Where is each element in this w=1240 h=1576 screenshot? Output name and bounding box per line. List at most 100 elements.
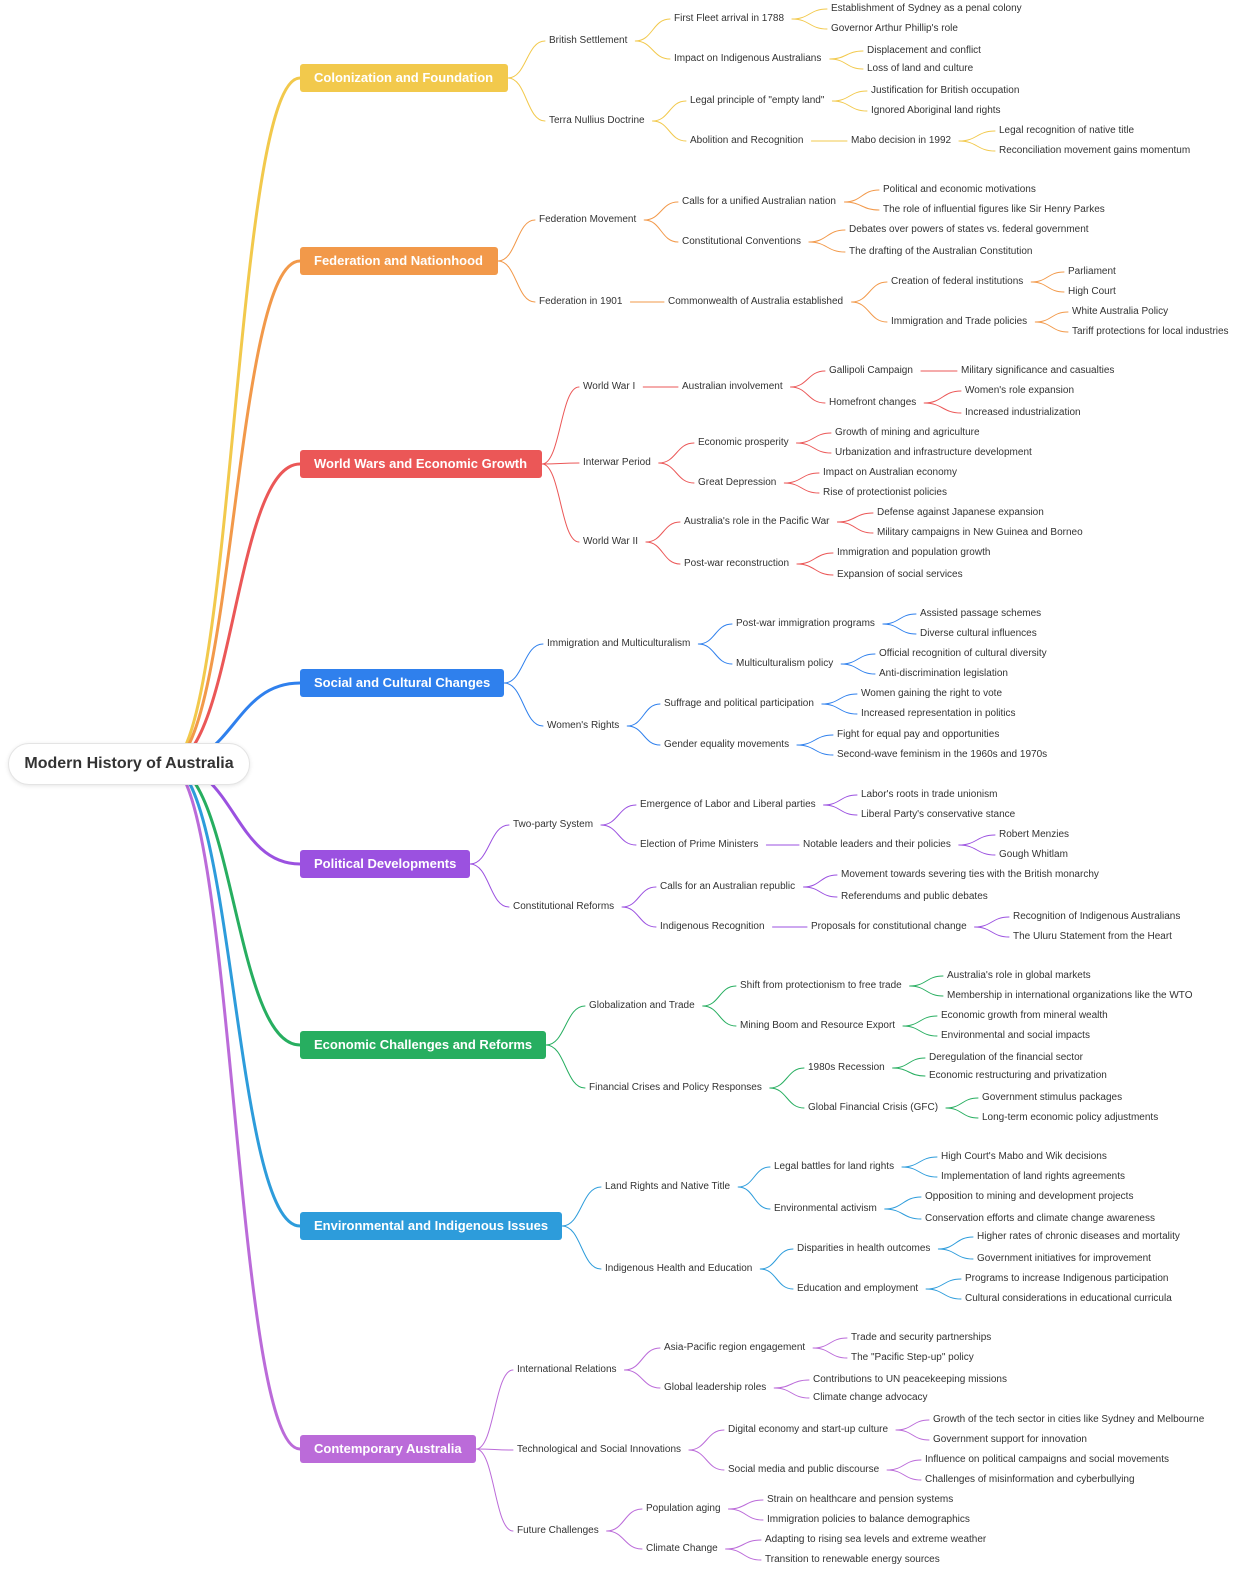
detail-topic[interactable]: Creation of federal institutions <box>891 276 1024 287</box>
subtopic[interactable]: Abolition and Recognition <box>690 135 804 146</box>
subtopic[interactable]: Impact on Indigenous Australians <box>674 53 822 64</box>
detail-topic[interactable]: Environmental and social impacts <box>941 1030 1090 1041</box>
detail-topic[interactable]: Parliament <box>1068 266 1116 277</box>
detail-topic[interactable]: Movement towards severing ties with the … <box>841 869 1099 880</box>
subtopic[interactable]: Global leadership roles <box>664 1382 767 1393</box>
branch-topic[interactable]: Federation and Nationhood <box>300 247 498 275</box>
detail-topic[interactable]: High Court's Mabo and Wik decisions <box>941 1151 1107 1162</box>
detail-topic[interactable]: Economic growth from mineral wealth <box>941 1010 1108 1021</box>
detail-topic[interactable]: Women gaining the right to vote <box>861 688 1003 699</box>
subtopic[interactable]: Asia-Pacific region engagement <box>664 1342 806 1353</box>
detail-topic[interactable]: Loss of land and culture <box>867 63 974 74</box>
detail-topic[interactable]: Official recognition of cultural diversi… <box>879 648 1047 659</box>
subtopic[interactable]: World War I <box>583 381 636 392</box>
subtopic[interactable]: World War II <box>583 536 639 547</box>
subtopic[interactable]: Federation in 1901 <box>539 296 623 307</box>
subtopic[interactable]: Constitutional Conventions <box>682 236 801 247</box>
detail-topic[interactable]: Growth of mining and agriculture <box>835 427 980 438</box>
detail-topic[interactable]: Long-term economic policy adjustments <box>982 1112 1159 1123</box>
subtopic[interactable]: Gender equality movements <box>664 739 790 750</box>
subtopic[interactable]: Education and employment <box>797 1283 919 1294</box>
detail-topic[interactable]: Liberal Party's conservative stance <box>861 809 1016 820</box>
detail-topic[interactable]: Gough Whitlam <box>999 849 1068 860</box>
subtopic[interactable]: Great Depression <box>698 477 777 488</box>
subtopic[interactable]: Constitutional Reforms <box>513 901 615 912</box>
subtopic[interactable]: Environmental activism <box>774 1203 877 1214</box>
detail-topic[interactable]: Establishment of Sydney as a penal colon… <box>831 3 1022 14</box>
detail-topic[interactable]: Displacement and conflict <box>867 45 981 56</box>
detail-topic[interactable]: Economic restructuring and privatization <box>929 1070 1107 1081</box>
subtopic[interactable]: Legal principle of "empty land" <box>690 95 825 106</box>
detail-topic[interactable]: Ignored Aboriginal land rights <box>871 105 1001 116</box>
subtopic[interactable]: Financial Crises and Policy Responses <box>589 1082 762 1093</box>
subtopic[interactable]: Legal battles for land rights <box>774 1161 895 1172</box>
subtopic[interactable]: Shift from protectionism to free trade <box>740 980 902 991</box>
detail-topic[interactable]: Government support for innovation <box>933 1434 1087 1445</box>
subtopic[interactable]: British Settlement <box>549 35 628 46</box>
detail-topic[interactable]: Higher rates of chronic diseases and mor… <box>977 1231 1180 1242</box>
detail-topic[interactable]: High Court <box>1068 286 1116 297</box>
branch-topic[interactable]: Social and Cultural Changes <box>300 669 504 697</box>
subtopic[interactable]: Indigenous Health and Education <box>605 1263 753 1274</box>
detail-topic[interactable]: The role of influential figures like Sir… <box>883 204 1105 215</box>
subtopic[interactable]: Mining Boom and Resource Export <box>740 1020 896 1031</box>
detail-topic[interactable]: Military significance and casualties <box>961 365 1115 376</box>
detail-topic[interactable]: Legal recognition of native title <box>999 125 1135 136</box>
detail-topic[interactable]: Government initiatives for improvement <box>977 1253 1151 1264</box>
detail-topic[interactable]: Implementation of land rights agreements <box>941 1171 1125 1182</box>
detail-topic[interactable]: Trade and security partnerships <box>851 1332 992 1343</box>
subtopic[interactable]: Terra Nullius Doctrine <box>549 115 645 126</box>
detail-topic[interactable]: Urbanization and infrastructure developm… <box>835 447 1032 458</box>
branch-topic[interactable]: Environmental and Indigenous Issues <box>300 1212 562 1240</box>
subtopic[interactable]: Global Financial Crisis (GFC) <box>808 1102 939 1113</box>
detail-topic[interactable]: Expansion of social services <box>837 569 963 580</box>
branch-topic[interactable]: World Wars and Economic Growth <box>300 450 542 478</box>
subtopic[interactable]: International Relations <box>517 1364 617 1375</box>
detail-topic[interactable]: Defense against Japanese expansion <box>877 507 1044 518</box>
detail-topic[interactable]: Referendums and public debates <box>841 891 988 902</box>
detail-topic[interactable]: Transition to renewable energy sources <box>765 1554 940 1565</box>
branch-topic[interactable]: Economic Challenges and Reforms <box>300 1031 546 1059</box>
detail-topic[interactable]: Gallipoli Campaign <box>829 365 913 376</box>
subtopic[interactable]: First Fleet arrival in 1788 <box>674 13 785 24</box>
detail-topic[interactable]: Justification for British occupation <box>871 85 1020 96</box>
subtopic[interactable]: Future Challenges <box>517 1525 599 1536</box>
detail-topic[interactable]: Challenges of misinformation and cyberbu… <box>925 1474 1135 1485</box>
detail-topic[interactable]: Programs to increase Indigenous particip… <box>965 1273 1169 1284</box>
detail-topic[interactable]: Fight for equal pay and opportunities <box>837 729 1000 740</box>
subtopic[interactable]: Economic prosperity <box>698 437 789 448</box>
detail-topic[interactable]: Government stimulus packages <box>982 1092 1123 1103</box>
detail-topic[interactable]: Governor Arthur Phillip's role <box>831 23 958 34</box>
subtopic[interactable]: Indigenous Recognition <box>660 921 765 932</box>
subtopic[interactable]: Commonwealth of Australia established <box>668 296 844 307</box>
detail-topic[interactable]: Notable leaders and their policies <box>803 839 951 850</box>
subtopic[interactable]: Land Rights and Native Title <box>605 1181 731 1192</box>
subtopic[interactable]: Interwar Period <box>583 457 651 468</box>
subtopic[interactable]: 1980s Recession <box>808 1062 885 1073</box>
branch-topic[interactable]: Contemporary Australia <box>300 1435 476 1463</box>
subtopic[interactable]: Technological and Social Innovations <box>517 1444 681 1455</box>
detail-topic[interactable]: Anti-discrimination legislation <box>879 668 1008 679</box>
detail-topic[interactable]: Reconciliation movement gains momentum <box>999 145 1191 156</box>
subtopic[interactable]: Social media and public discourse <box>728 1464 880 1475</box>
detail-topic[interactable]: Recognition of Indigenous Australians <box>1013 911 1181 922</box>
detail-topic[interactable]: Assisted passage schemes <box>920 608 1042 619</box>
detail-topic[interactable]: Immigration and Trade policies <box>891 316 1028 327</box>
detail-topic[interactable]: Political and economic motivations <box>883 184 1036 195</box>
subtopic[interactable]: Globalization and Trade <box>589 1000 695 1011</box>
subtopic[interactable]: Digital economy and start-up culture <box>728 1424 889 1435</box>
branch-topic[interactable]: Political Developments <box>300 850 470 878</box>
detail-topic[interactable]: The drafting of the Australian Constitut… <box>849 246 1033 257</box>
subtopic[interactable]: Federation Movement <box>539 214 637 225</box>
subtopic[interactable]: Election of Prime Ministers <box>640 839 759 850</box>
detail-topic[interactable]: Diverse cultural influences <box>920 628 1037 639</box>
branch-topic[interactable]: Colonization and Foundation <box>300 64 508 92</box>
subtopic[interactable]: Multiculturalism policy <box>736 658 834 669</box>
detail-topic[interactable]: Increased representation in politics <box>861 708 1016 719</box>
detail-topic[interactable]: Women's role expansion <box>965 385 1075 396</box>
subtopic[interactable]: Immigration and Multiculturalism <box>547 638 691 649</box>
detail-topic[interactable]: Rise of protectionist policies <box>823 487 947 498</box>
detail-topic[interactable]: Second-wave feminism in the 1960s and 19… <box>837 749 1048 760</box>
detail-topic[interactable]: Impact on Australian economy <box>823 467 957 478</box>
detail-topic[interactable]: The Uluru Statement from the Heart <box>1013 931 1172 942</box>
